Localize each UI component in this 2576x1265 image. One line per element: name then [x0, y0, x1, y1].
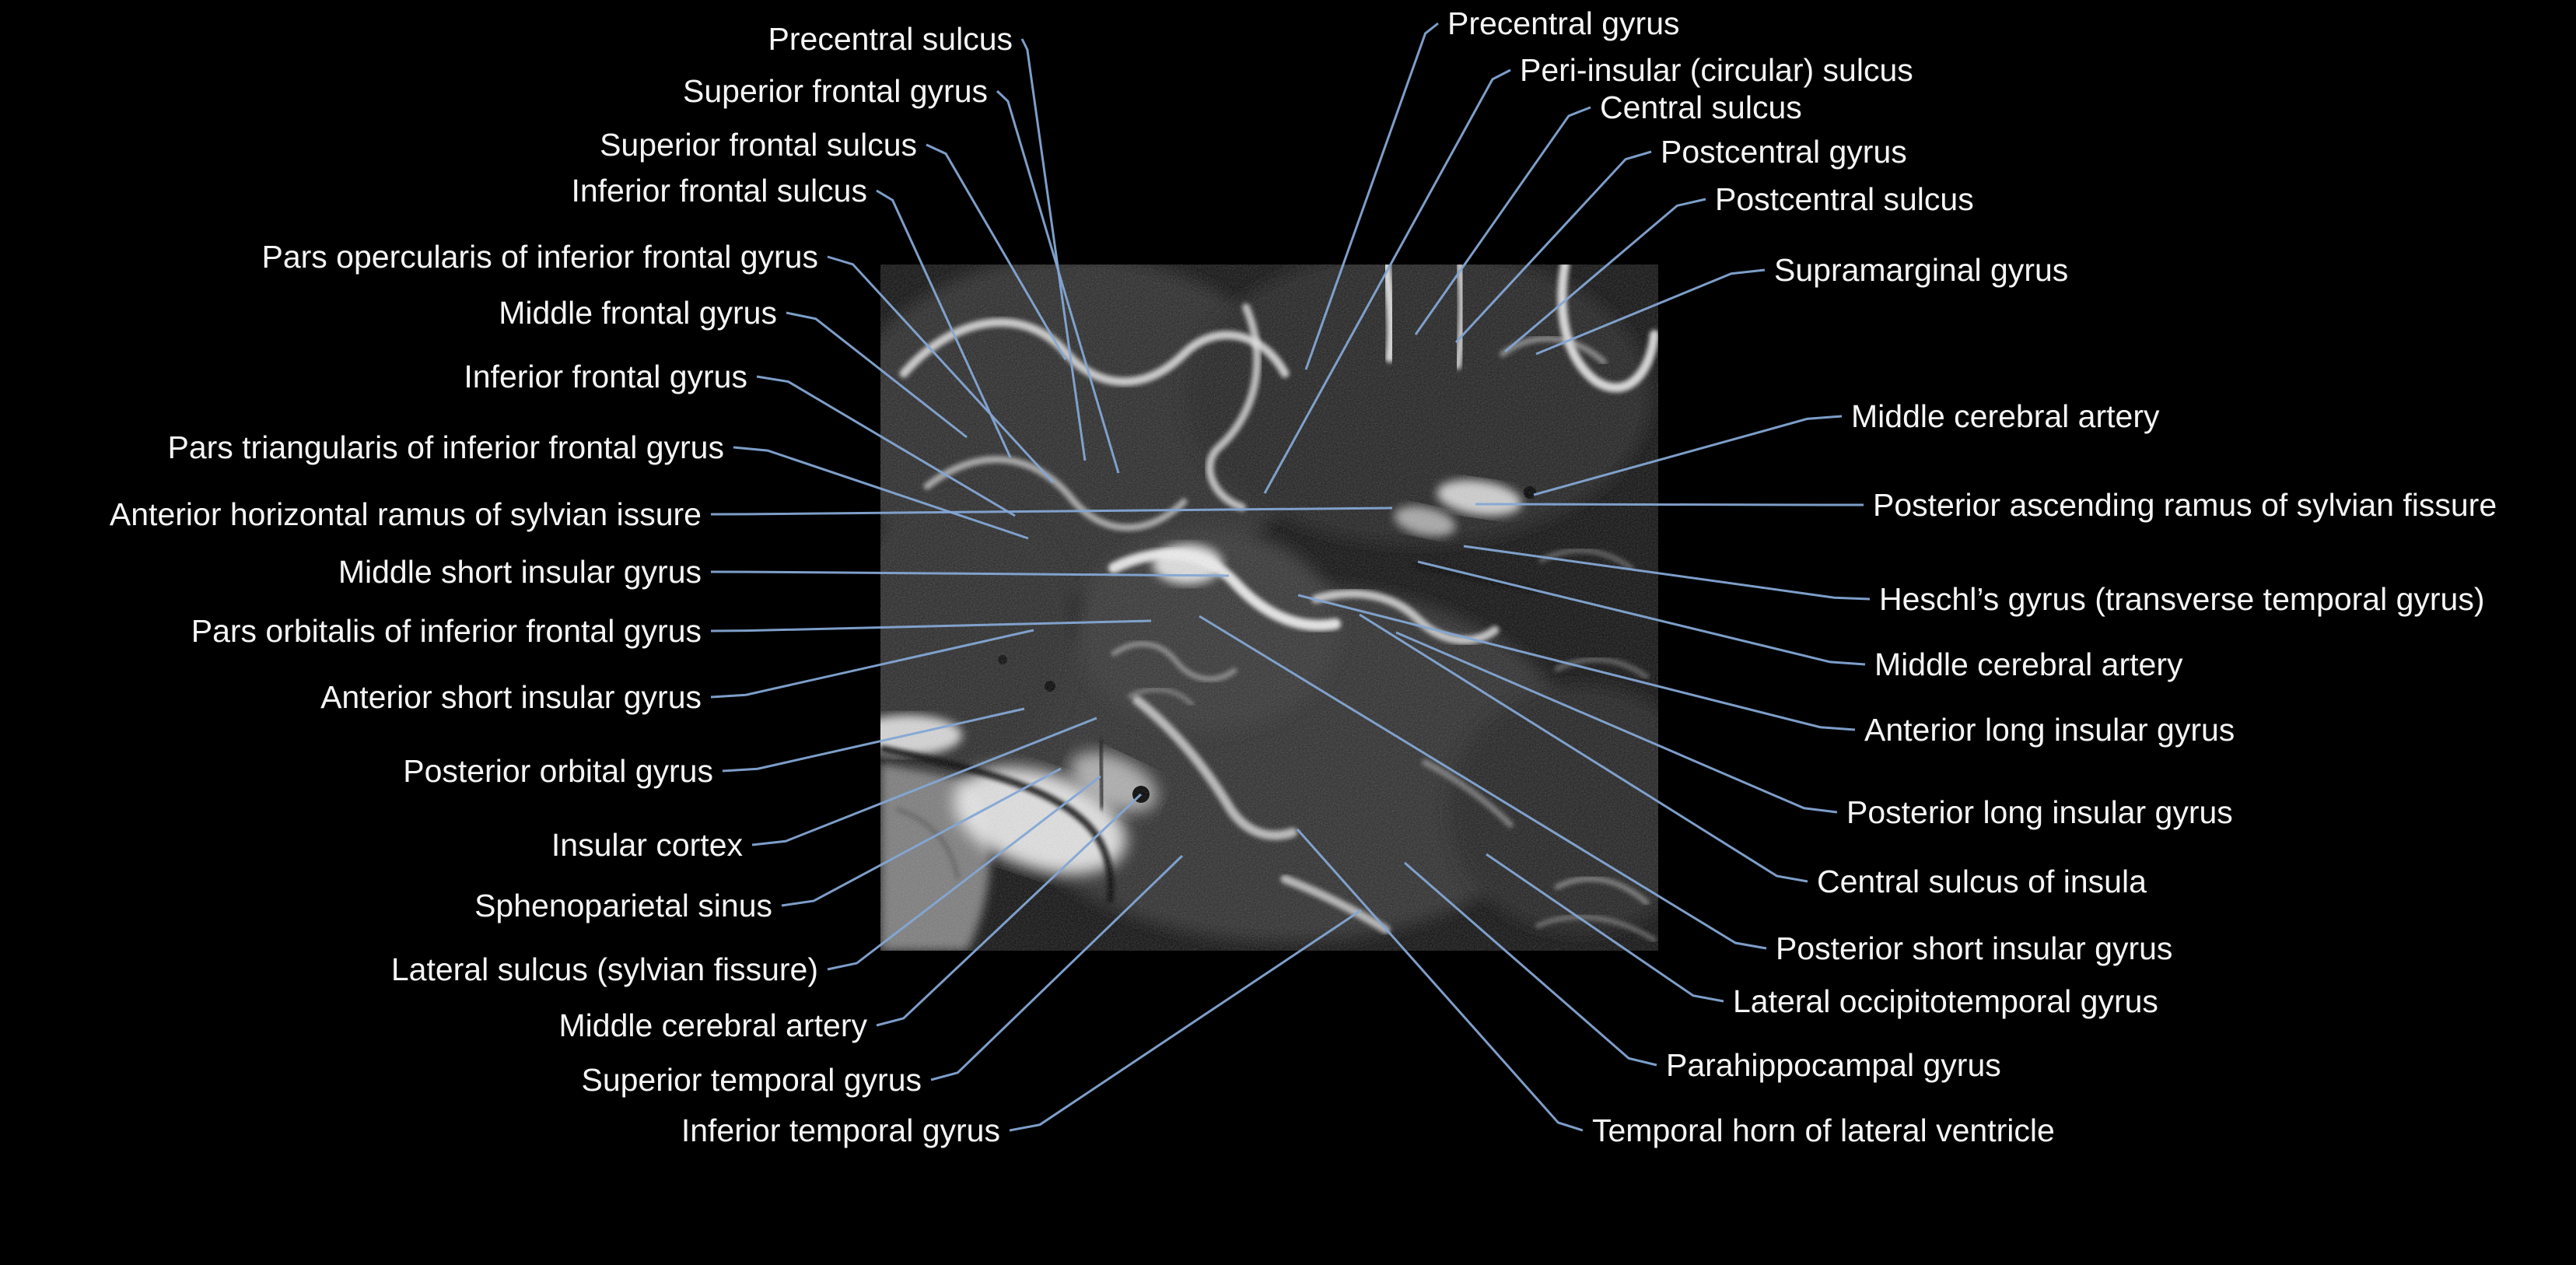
anatomy-label: Precentral sulcus: [768, 21, 1013, 57]
mri-artwork: [842, 249, 1713, 951]
anatomy-label: Central sulcus: [1600, 89, 1802, 125]
anatomy-label: Posterior orbital gyrus: [403, 753, 713, 789]
anatomy-label: Temporal horn of lateral ventricle: [1592, 1113, 2055, 1148]
anatomy-label: Pars opercularis of inferior frontal gyr…: [261, 239, 818, 275]
anatomy-label: Pars triangularis of inferior frontal gy…: [167, 429, 724, 465]
anatomy-label: Anterior horizontal ramus of sylvian iss…: [109, 496, 702, 532]
anatomy-label: Superior temporal gyrus: [581, 1062, 922, 1098]
anatomy-label: Lateral occipitotemporal gyrus: [1733, 983, 2158, 1019]
anatomy-label: Inferior frontal gyrus: [464, 359, 747, 394]
anatomy-label: Superior frontal gyrus: [683, 73, 988, 109]
anatomy-label: Heschl’s gyrus (transverse temporal gyru…: [1879, 581, 2485, 617]
anatomy-label: Middle cerebral artery: [558, 1007, 868, 1043]
anatomy-label: Middle short insular gyrus: [338, 554, 702, 590]
anatomy-label: Anterior short insular gyrus: [320, 679, 702, 715]
anatomy-label: Pars orbitalis of inferior frontal gyrus: [191, 613, 702, 649]
anatomy-label: Posterior ascending ramus of sylvian fis…: [1873, 487, 2497, 523]
anatomy-label: Peri-insular (circular) sulcus: [1520, 52, 1913, 88]
anatomy-label: Insular cortex: [551, 827, 743, 863]
anatomy-label: Anterior long insular gyrus: [1864, 712, 2235, 748]
anatomy-label: Parahippocampal gyrus: [1666, 1047, 2001, 1083]
anatomy-label: Superior frontal sulcus: [600, 127, 917, 163]
anatomy-label: Posterior long insular gyrus: [1846, 794, 2233, 830]
brain-mri-image: [842, 249, 1713, 951]
anatomy-label: Lateral sulcus (sylvian fissure): [390, 951, 818, 987]
anatomy-label: Inferior frontal sulcus: [571, 173, 867, 208]
anatomy-label: Precentral gyrus: [1447, 5, 1680, 41]
anatomy-label: Supramarginal gyrus: [1774, 252, 2069, 288]
anatomy-label: Middle frontal gyrus: [499, 295, 777, 331]
anatomy-label: Sphenoparietal sinus: [474, 888, 772, 923]
anatomy-label: Postcentral sulcus: [1715, 181, 1974, 217]
anatomy-label: Middle cerebral artery: [1851, 398, 2160, 434]
anatomy-label: Central sulcus of insula: [1817, 864, 2147, 899]
anatomy-label: Middle cerebral artery: [1874, 647, 2183, 682]
anatomy-label: Inferior temporal gyrus: [681, 1113, 1000, 1148]
anatomy-label: Postcentral gyrus: [1661, 134, 1907, 170]
anatomy-label: Posterior short insular gyrus: [1776, 930, 2173, 966]
